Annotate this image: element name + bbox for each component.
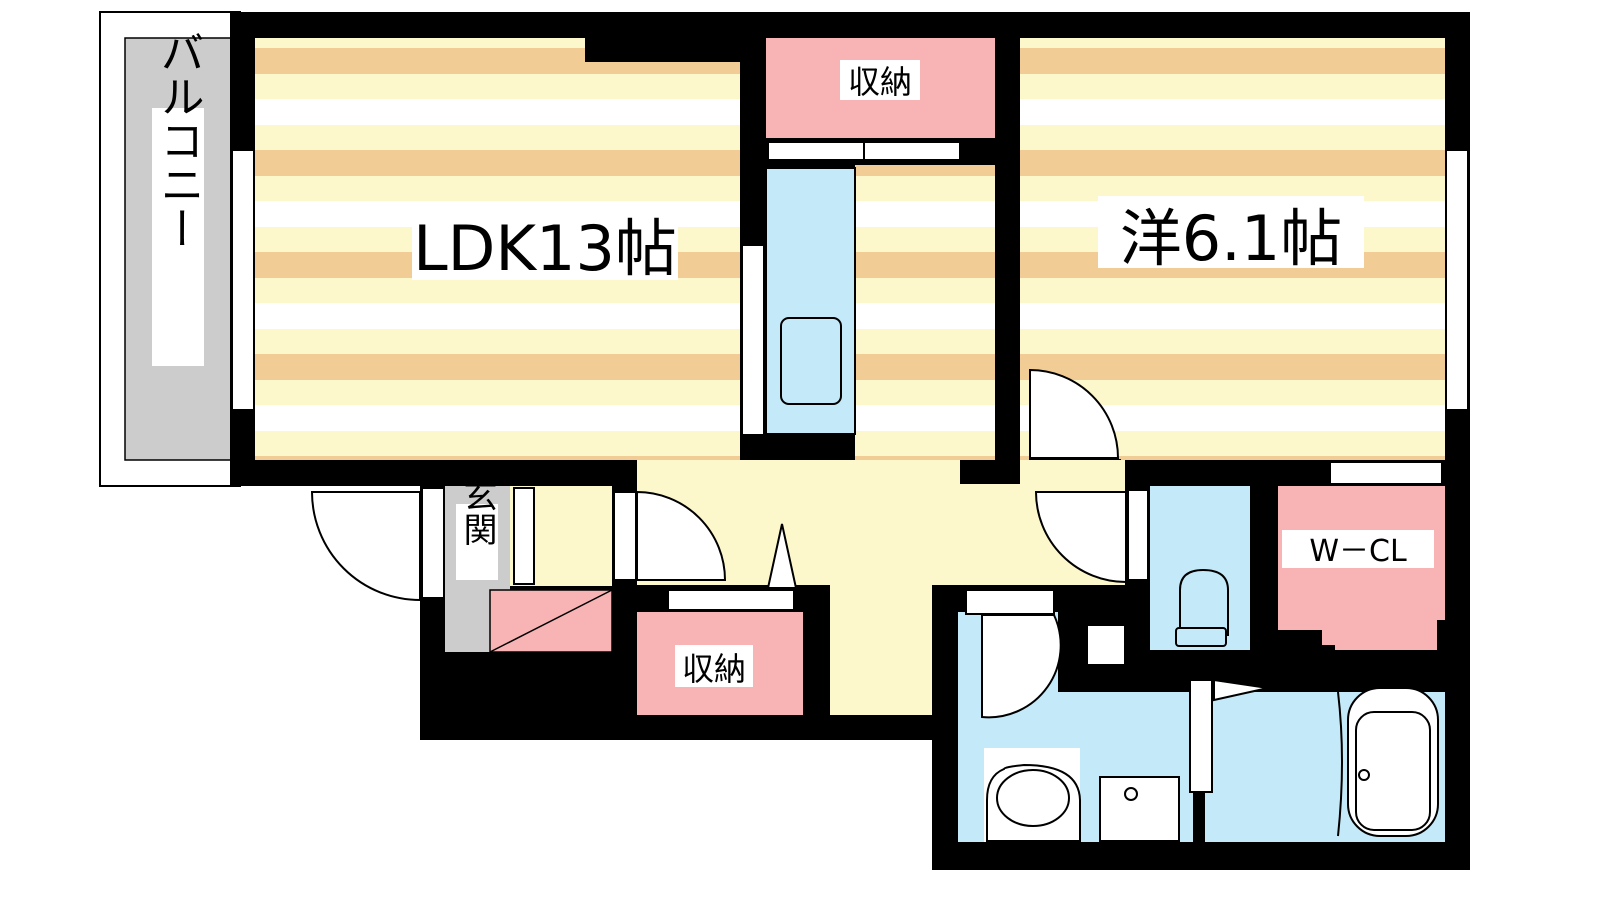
balcony-label: バルコニー: [153, 30, 204, 250]
entrance-label: 玄関: [457, 478, 497, 546]
balcony: バルコニー: [99, 11, 241, 487]
door-swing: [636, 490, 727, 581]
washroom: [958, 589, 1445, 842]
door-swing: [1029, 368, 1120, 459]
front-door-swing[interactable]: [310, 491, 421, 602]
sliding-door: [767, 141, 865, 161]
door-swing: [981, 614, 1062, 719]
toilet-icon: [1175, 627, 1227, 647]
kitchen-counter: [741, 167, 856, 436]
entrance: 玄関: [310, 478, 727, 653]
window-right: [1445, 149, 1469, 411]
western-room-label: 洋6.1帖: [1120, 202, 1343, 275]
ldk-room: LDK13帖: [255, 38, 995, 460]
western-room: 洋6.1帖: [1020, 38, 1445, 485]
sliding-door: [863, 141, 961, 161]
window-left: [231, 149, 255, 411]
ldk-label: LDK13帖: [413, 212, 677, 285]
toilet-room: [1034, 486, 1250, 664]
storage-upper-label: 収納: [848, 63, 912, 101]
storage-lower: 収納: [637, 523, 803, 715]
window: [1329, 461, 1443, 485]
washing-machine-icon: [1099, 776, 1180, 842]
storage-upper: 収納: [766, 38, 995, 161]
storage-lower-label: 収納: [682, 650, 746, 688]
door-swing: [1034, 491, 1127, 584]
walk-in-closet: W－CL: [1278, 486, 1445, 650]
sink-icon: [780, 317, 842, 405]
wcl-label: W－CL: [1309, 534, 1407, 569]
